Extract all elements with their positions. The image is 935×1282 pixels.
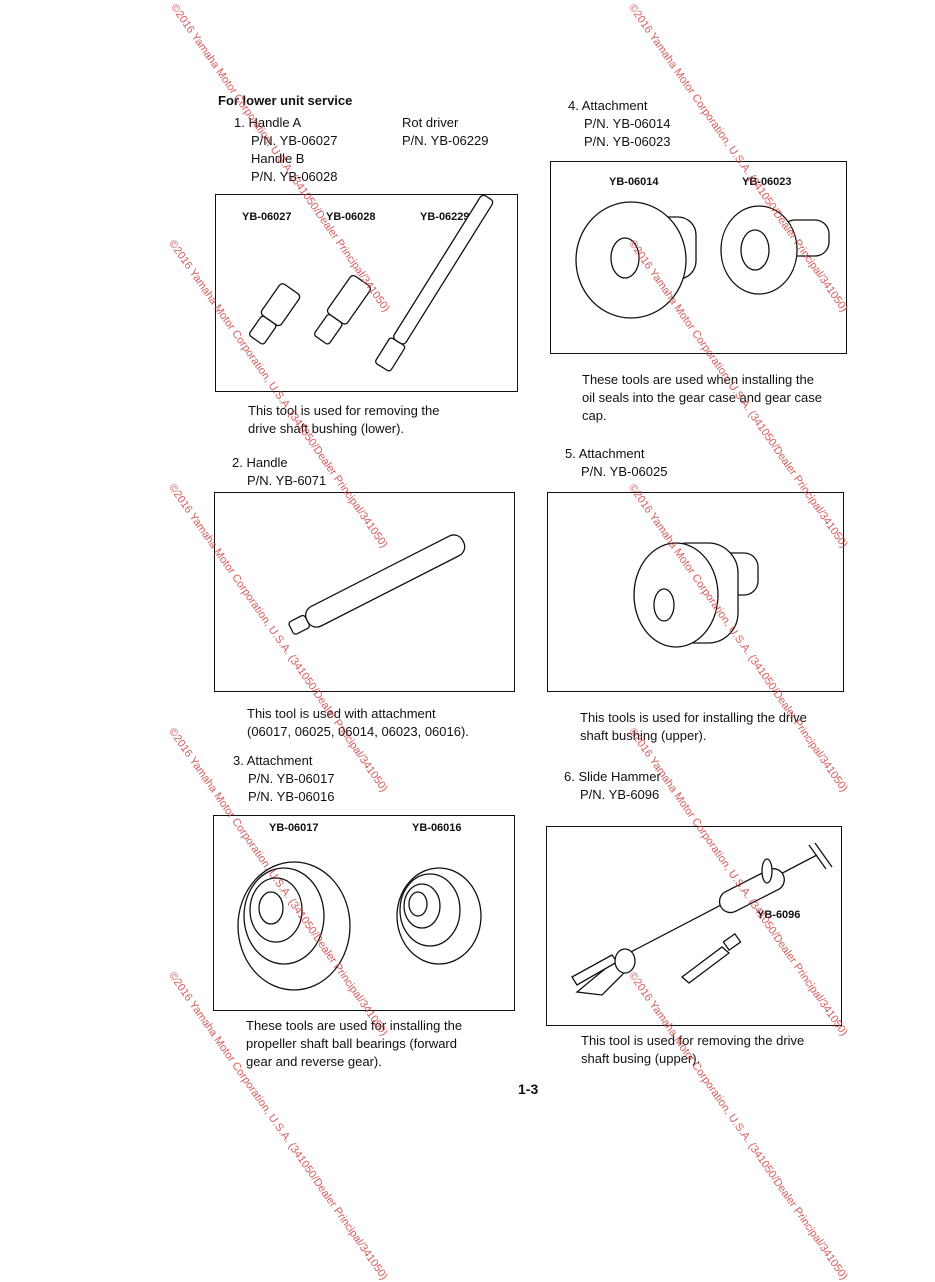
tool6-label: YB-6096: [757, 909, 801, 921]
tool4-caption-line1: These tools are used when installing the: [582, 372, 814, 387]
tool6-caption-line2: shaft busing (upper).: [581, 1051, 701, 1066]
tool4-label-1: YB-06014: [609, 176, 659, 188]
tool1-pn-c: P/N. YB-06229: [402, 133, 489, 148]
tool1-drawing: [248, 195, 494, 372]
tool3-label-1: YB-06017: [269, 822, 319, 834]
tool4-caption-line3: cap.: [582, 408, 607, 423]
tool3-pn-a: P/N. YB-06017: [248, 771, 335, 786]
section-heading: For lower unit service: [218, 93, 353, 108]
tool5-caption-line2: shaft bushing (upper).: [580, 728, 707, 743]
tool3-pn-b: P/N. YB-06016: [248, 789, 335, 804]
page-number: 1-3: [518, 1081, 539, 1097]
tool4-pn-b: P/N. YB-06023: [584, 134, 671, 149]
tool2-title: 2. Handle: [232, 455, 288, 470]
tool5-title: 5. Attachment: [565, 446, 645, 461]
tool1-figure: YB-06027 YB-06028 YB-06229: [215, 194, 518, 392]
tool5-pn: P/N. YB-06025: [581, 464, 668, 479]
tool4-drawing: [575, 201, 830, 319]
tool5-drawing: [633, 542, 759, 648]
tool2-pn: P/N. YB-6071: [247, 473, 327, 488]
tool1-caption: This tool is used for removing the drive…: [248, 402, 515, 438]
tool3-caption-line1: These tools are used for installing the: [246, 1018, 463, 1033]
tool4-figure: YB-06014 YB-06023: [550, 161, 847, 354]
tool2-caption-line1: This tool is used with attachment: [247, 706, 436, 721]
tool1-title: 1. Handle A: [234, 115, 302, 130]
tool1-label-2: YB-06028: [326, 211, 376, 223]
tool6-caption-line1: This tool is used for removing the drive: [581, 1033, 805, 1048]
tool1-pn-b: P/N. YB-06028: [251, 169, 338, 184]
tool1-title-c: Rot driver: [402, 115, 459, 130]
tool1-caption-line1: This tool is used for removing the: [248, 403, 440, 418]
tool6-figure: YB-6096: [546, 826, 842, 1026]
tool1-label-3: YB-06229: [420, 211, 470, 223]
tool3-title: 3. Attachment: [233, 753, 313, 768]
tool2-caption-line2: (06017, 06025, 06014, 06023, 06016).: [247, 724, 469, 739]
tool4-label-2: YB-06023: [742, 176, 792, 188]
tool4-caption: These tools are used when installing the…: [582, 371, 844, 425]
tool3-drawing: [237, 861, 482, 991]
tool2-figure: [214, 492, 515, 692]
tool4-title: 4. Attachment: [568, 98, 648, 113]
tool2-caption: This tool is used with attachment (06017…: [247, 705, 513, 741]
tool1-pn-a: P/N. YB-06027: [251, 133, 338, 148]
tool1-caption-line2: drive shaft bushing (lower).: [248, 421, 405, 436]
tool1-title-b: Handle B: [251, 151, 305, 166]
tool6-drawing: [571, 842, 833, 996]
tool4-pn-a: P/N. YB-06014: [584, 116, 671, 131]
tool5-caption: This tools is used for installing the dr…: [580, 709, 844, 745]
tool1-label-1: YB-06027: [242, 211, 292, 223]
tool3-caption: These tools are used for installing the …: [246, 1017, 514, 1071]
tool6-pn: P/N. YB-6096: [580, 787, 660, 802]
tool2-drawing: [288, 534, 466, 635]
tool3-figure: YB-06017 YB-06016: [213, 815, 515, 1011]
tool3-caption-line3: gear and reverse gear).: [246, 1054, 382, 1069]
tool6-title: 6. Slide Hammer: [564, 769, 661, 784]
tool3-caption-line2: propeller shaft ball bearings (forward: [246, 1036, 457, 1051]
tool5-figure: [547, 492, 844, 692]
tool6-caption: This tool is used for removing the drive…: [581, 1032, 843, 1068]
tool5-caption-line1: This tools is used for installing the dr…: [580, 710, 807, 725]
tool4-caption-line2: oil seals into the gear case and gear ca…: [582, 390, 822, 405]
tool3-label-2: YB-06016: [412, 822, 462, 834]
